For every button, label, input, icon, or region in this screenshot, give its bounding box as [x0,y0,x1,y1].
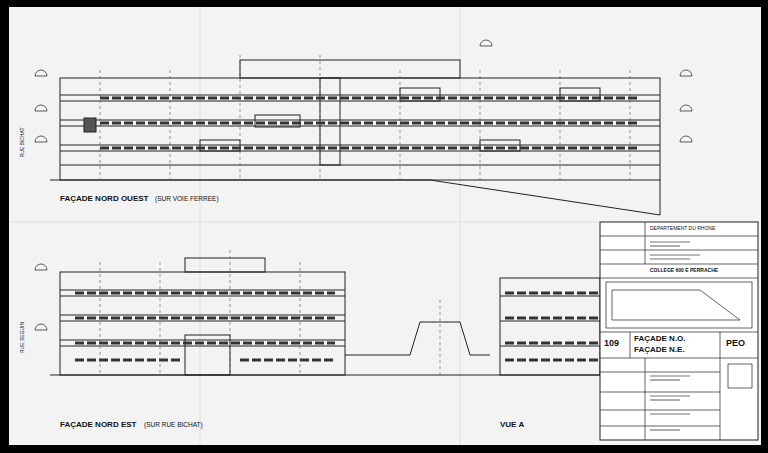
title-block-text: DEPARTEMENT DU RHONE [650,226,715,231]
street-name: RUE BICHAT [20,128,25,158]
sheet-title: FAÇADE N.O. [634,335,686,343]
view-subtitle: (SUR RUE BICHAT) [144,422,203,429]
sheet-title: FAÇADE N.E. [634,346,685,354]
view-title: FAÇADE NORD EST [60,421,136,429]
project-code: PEO [726,339,745,348]
street-name: RUE SEGUIN [21,322,26,353]
title-block-text: COLLEGE 600 E PERRACHE [650,268,718,273]
view-title: VUE A [500,421,524,429]
view-subtitle: (SUR VOIE FERREE) [155,196,219,203]
sheet-number: 109 [604,339,619,348]
view-title: FAÇADE NORD OUEST [60,195,148,203]
